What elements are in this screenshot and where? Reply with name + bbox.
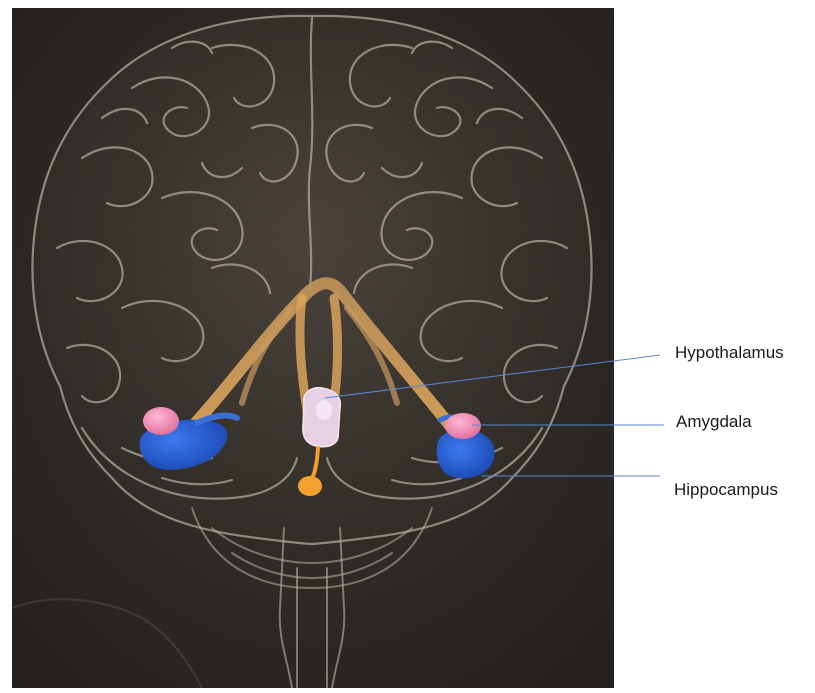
brain-illustration	[12, 8, 614, 688]
brain-outline	[32, 16, 591, 544]
hypothalamus-label: Hypothalamus	[675, 343, 784, 363]
brain-svg	[12, 8, 614, 688]
amygdala-label: Amygdala	[676, 412, 752, 432]
right-amygdala	[445, 413, 481, 439]
hippocampus-label: Hippocampus	[674, 480, 778, 500]
hypothalamus-structure	[303, 388, 340, 447]
left-amygdala	[143, 407, 179, 435]
